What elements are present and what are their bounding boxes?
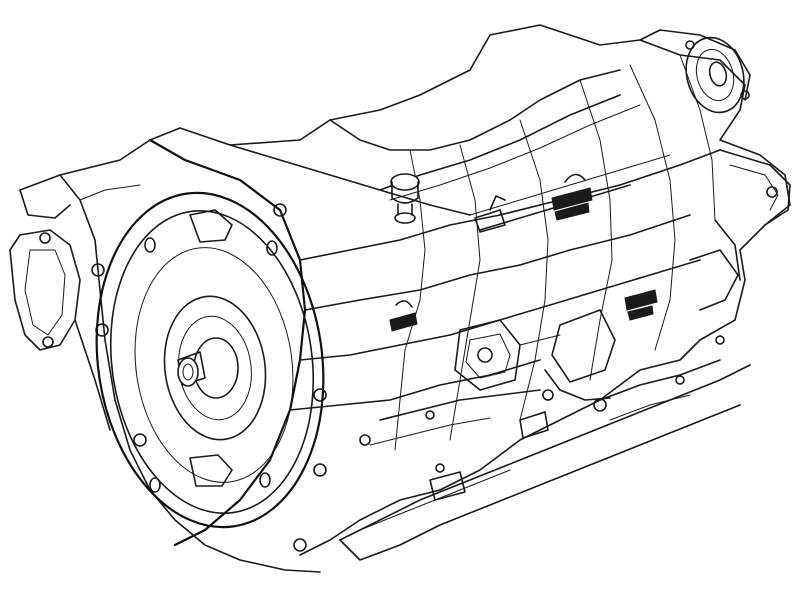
converter-lug xyxy=(189,454,233,487)
bolt-icon xyxy=(313,388,327,402)
bolt-icon xyxy=(293,538,307,552)
sensor-bracket xyxy=(474,195,506,233)
electrical-connector xyxy=(389,300,418,332)
converter-lug xyxy=(189,209,233,243)
bolt-icon xyxy=(313,463,327,477)
bolt-icon xyxy=(273,203,287,217)
valve-body xyxy=(454,309,616,401)
electrical-connector xyxy=(624,289,658,321)
case-ribs xyxy=(289,54,721,451)
left-mounting-bracket xyxy=(9,139,151,431)
upper-cover xyxy=(379,94,671,231)
breather-cap xyxy=(390,173,420,224)
rear-mount-bracket xyxy=(689,149,791,311)
torque-converter xyxy=(95,191,325,529)
oil-pan xyxy=(339,364,751,561)
bolt-icon xyxy=(133,433,147,447)
electrical-connector xyxy=(551,173,593,221)
lower-flange xyxy=(359,335,725,446)
transmission-case xyxy=(148,24,791,556)
bolt-icon xyxy=(91,263,105,277)
input-shaft xyxy=(177,337,239,399)
tail-housing xyxy=(639,29,751,114)
bell-housing xyxy=(59,174,327,573)
